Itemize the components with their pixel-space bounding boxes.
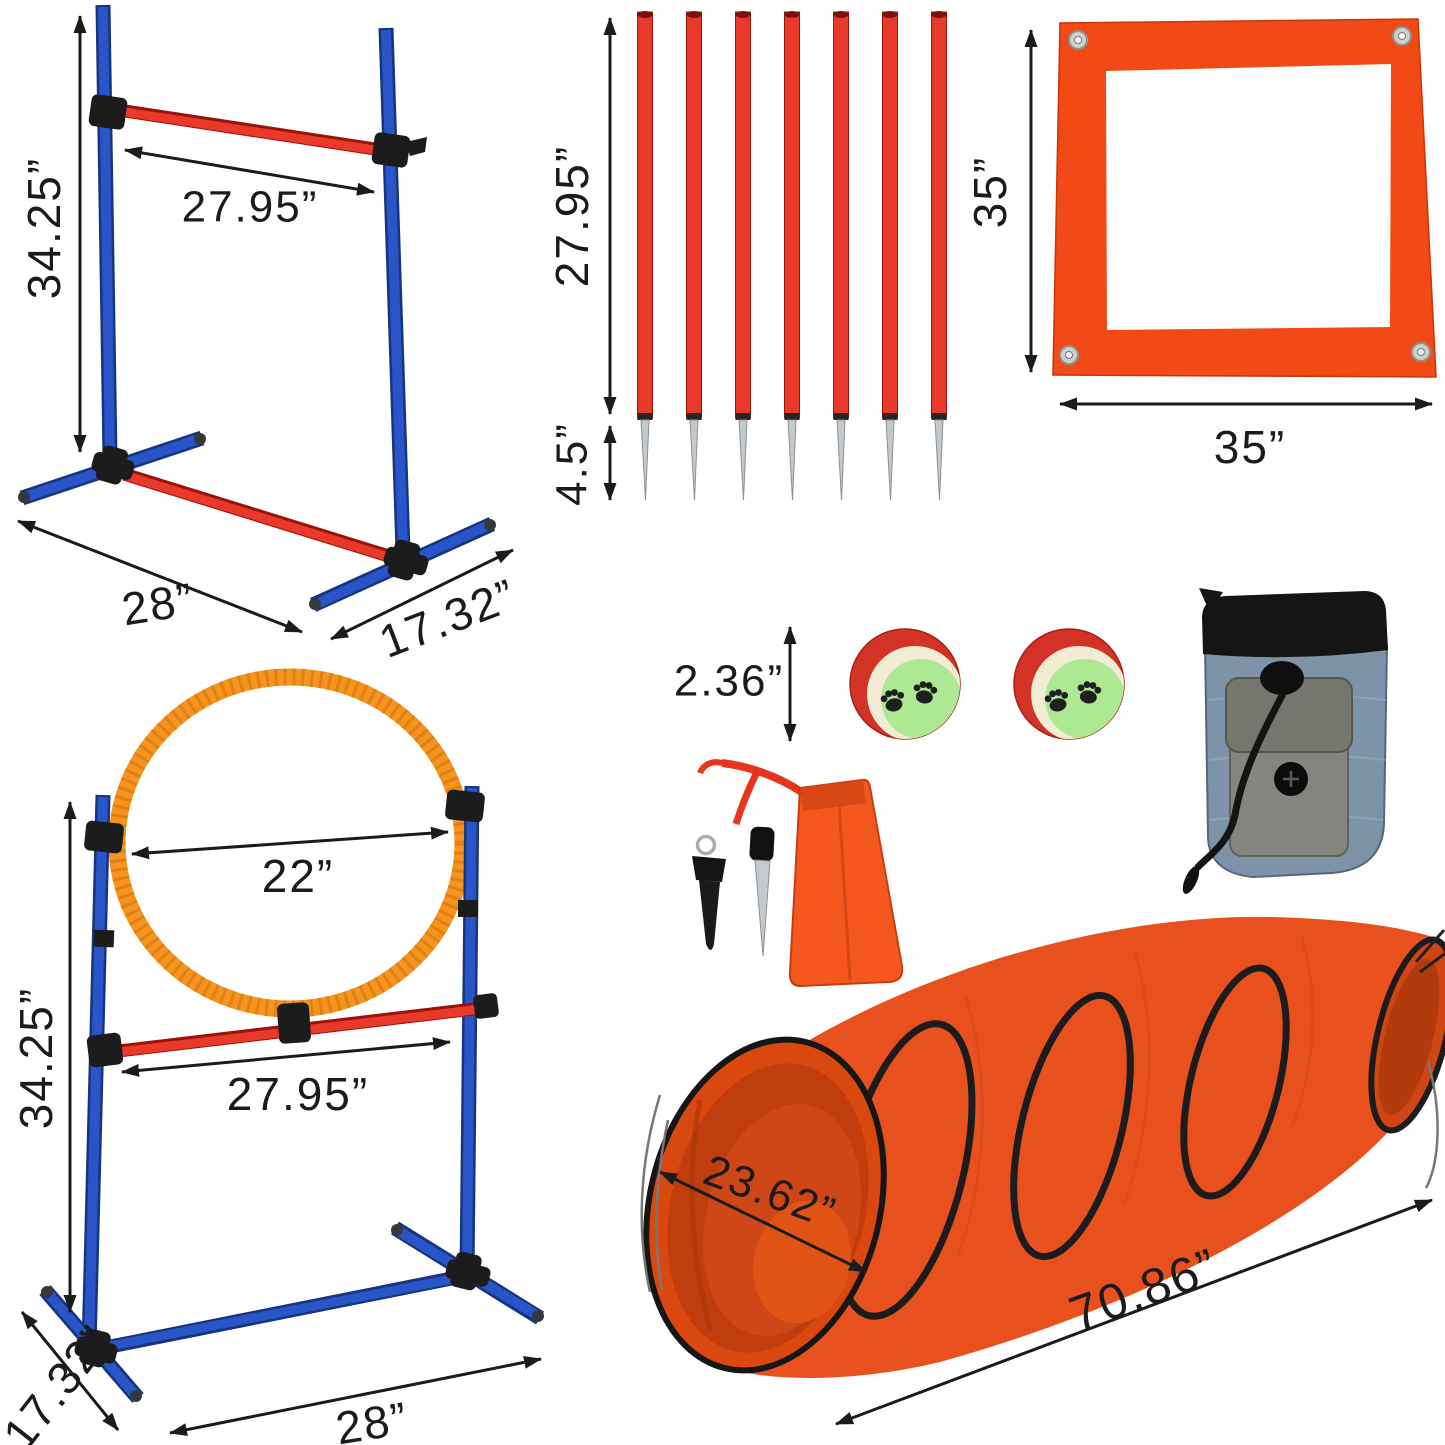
treat-bag <box>1182 588 1389 894</box>
weave-pole <box>833 10 849 501</box>
pause-box-grommets <box>1059 26 1431 365</box>
ring-right-pole <box>459 785 480 1275</box>
ring-height-label: 34.25” <box>10 987 62 1129</box>
hurdle-depth-label: 28” <box>118 573 198 636</box>
weave-spike-label: 4.5” <box>548 422 597 506</box>
treat-bag-pocket <box>1225 677 1353 857</box>
whistle <box>692 834 726 950</box>
carry-bag-body <box>788 778 904 988</box>
ring-clamps <box>84 789 485 948</box>
ground-stake <box>749 826 775 957</box>
treat-bag-cord <box>1194 692 1287 871</box>
weave-pole <box>637 10 653 501</box>
pause-box-opening <box>1106 64 1391 330</box>
tennis-ball <box>850 629 963 742</box>
weave-pole <box>784 10 800 501</box>
hurdle-bar-clamps <box>88 94 427 168</box>
weave-pole <box>882 10 898 501</box>
tunnel-dimensions <box>659 1170 1433 1426</box>
carry-bag <box>697 759 904 988</box>
hurdle-cross-bar <box>111 102 389 158</box>
weave-pole <box>931 10 947 501</box>
ring-depth-label: 28” <box>332 1392 412 1445</box>
pause-box-left-label: 35” <box>964 156 1016 228</box>
pause-box-bottom-label: 35” <box>1214 421 1286 473</box>
ring-diameter-label: 22” <box>262 850 334 902</box>
tennis-balls: 2.36” <box>674 626 1127 742</box>
treat-bag-cord-lock <box>1260 661 1304 695</box>
pause-box: 35” 35” <box>964 18 1437 473</box>
ring-width-label: 17.32” <box>0 1315 121 1445</box>
ball-diameter-label: 2.36” <box>674 657 784 706</box>
weave-poles: 27.95” 4.5” <box>546 10 947 506</box>
weave-pole <box>686 10 702 501</box>
treat-bag-top-band <box>1202 591 1388 658</box>
tennis-ball <box>1014 629 1127 742</box>
hurdle-dimensions <box>17 15 514 641</box>
ring-left-pole <box>81 794 111 1349</box>
hurdle-height-label: 34.25” <box>18 157 70 299</box>
tunnel-ties <box>1414 929 1445 974</box>
weave-height-label: 27.95” <box>546 145 598 287</box>
ring-dimensions <box>20 801 542 1437</box>
ring-bar-label: 27.95” <box>227 1068 369 1120</box>
weave-pole <box>735 10 751 501</box>
pause-box-dimensions <box>1024 29 1433 411</box>
tunnel: 23.62” 70.86” <box>640 916 1445 1426</box>
hurdle-bar-label: 27.95” <box>182 183 319 232</box>
hurdle-left-pole <box>95 4 118 459</box>
ring-jump: 22” 34.25” 27.95” 17.32” 28” <box>0 668 544 1445</box>
hurdle-right-pole <box>378 27 411 553</box>
jump-hurdle: 34.25” 27.95” 28” 17.32” <box>17 4 524 668</box>
hurdle-base <box>18 430 496 612</box>
